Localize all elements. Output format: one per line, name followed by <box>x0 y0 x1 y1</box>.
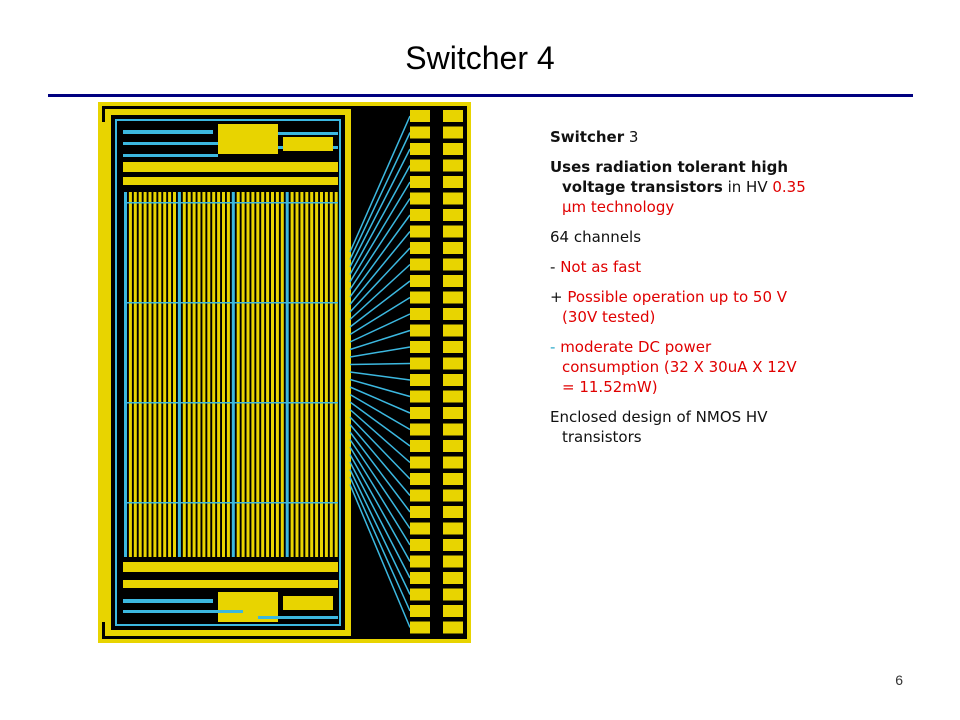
bullet-item: - Not as fast <box>550 258 642 276</box>
page-number: 6 <box>895 672 903 688</box>
slide-title: Switcher 4 <box>405 40 555 76</box>
bullet-item: - moderate DC power consumption (32 X 30… <box>550 338 797 396</box>
bullet-item: Enclosed design of NMOS HV transistors <box>550 408 768 446</box>
title-underline <box>48 94 913 97</box>
bullet-item: Switcher 3 <box>550 128 639 146</box>
bullet-item: 64 channels <box>550 228 642 246</box>
chip-layout-image <box>98 102 471 643</box>
bullet-item: + Possible operation up to 50 V (30V tes… <box>550 288 788 326</box>
bullet-item: Uses radiation tolerant high voltage tra… <box>550 158 806 216</box>
bullet-list: Switcher 3 Uses radiation tolerant high … <box>550 127 810 457</box>
